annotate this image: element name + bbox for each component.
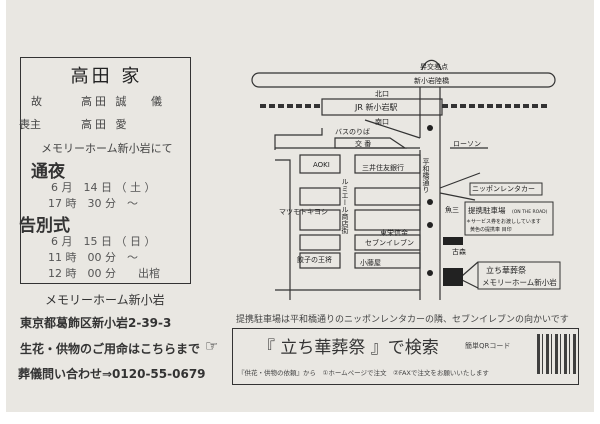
qr-label: 簡単QRコード xyxy=(465,342,511,350)
map-uosan: 魚三 xyxy=(445,205,459,214)
map-parking-note1: ＊サービス券をお渡ししています xyxy=(466,218,541,225)
hand-pointer-icon: ☞ xyxy=(205,337,219,355)
hall-address: 東京都葛飾区新小岩2-39-3 xyxy=(20,316,172,330)
map-rental: ニッポンレンタカー xyxy=(472,184,535,193)
parking-info: 提携駐車場は平和橋通りのニッポンレンタカーの隣、セブンイレブンの向かいです xyxy=(236,315,569,325)
chief-mourner-name: 高田 愛 xyxy=(81,118,130,131)
map-parking-sub: (ON THE ROAD) xyxy=(512,209,548,215)
map-lawson: ローソン xyxy=(453,140,481,148)
departure-time: 12 時 00 分 出棺 xyxy=(48,267,160,280)
map-bus-stop: バスのりば xyxy=(335,127,370,136)
info-box: 高田 家 故 高田 誠 儀 喪主 高田 愛 メモリーホーム新小岩にて 通夜 6 … xyxy=(19,57,191,284)
map-gyoza: 餃子の王将 xyxy=(297,255,332,264)
map-aoki: AOKI xyxy=(313,161,330,169)
wake-date: 6 月 14 日 （ 土 ） xyxy=(51,181,156,194)
deceased-label: 故 xyxy=(31,95,42,108)
flowers-note: 生花・供物のご用命はこちらまで xyxy=(20,342,201,356)
deceased-name: 高田 誠 xyxy=(81,95,130,108)
map-venue-1: 立ち華葬祭 xyxy=(486,265,526,275)
map-south-exit: 南口 xyxy=(375,117,389,126)
map-street-heiwa: 平和橋通り xyxy=(422,158,430,193)
deceased-suffix: 儀 xyxy=(151,95,162,108)
wake-heading: 通夜 xyxy=(31,162,65,182)
venue-note: メモリーホーム新小岩にて xyxy=(41,142,173,155)
chief-mourner-label: 喪主 xyxy=(19,118,41,131)
map-station: JR 新小岩駅 xyxy=(354,102,397,112)
search-box: 『 立ち華葬祭 』で検索 簡単QRコード 『供花・供物の依頼』から ①ホームペー… xyxy=(232,328,579,385)
map-parking-note2: 黄色の提携車 目印 xyxy=(470,226,512,233)
wake-time: 17 時 30 分 ～ xyxy=(48,197,138,210)
qr-code-icon[interactable] xyxy=(537,334,577,374)
map-matsumoto: マツモトキヨシ xyxy=(279,208,328,216)
map-toei: 東栄信金 xyxy=(380,228,408,237)
map-intersection: 昇交差点 xyxy=(420,62,448,71)
map-seven: セブンイレブン xyxy=(365,238,414,247)
map-furumori: 古森 xyxy=(452,247,466,256)
family-title: 高田 家 xyxy=(70,66,143,87)
map-koban: 交 番 xyxy=(355,139,371,148)
map-parking-title: 提携駐車場 xyxy=(468,205,506,215)
search-text: 『 立ち華葬祭 』で検索 xyxy=(258,338,439,358)
map-kofuji: 小藤屋 xyxy=(360,258,381,267)
funeral-time: 11 時 00 分 ～ xyxy=(48,251,138,264)
map-venue-2: メモリーホーム新小岩 xyxy=(482,277,557,287)
funeral-heading: 告別式 xyxy=(19,216,70,236)
map-north-exit: 北口 xyxy=(375,90,389,98)
order-note: 『供花・供物の依頼』から ①ホームページで注文 ②FAXで注文をお願いいたします xyxy=(238,369,489,377)
hall-name: メモリーホーム新小岩 xyxy=(45,293,165,307)
funeral-date: 6 月 15 日 （ 日 ） xyxy=(51,235,156,248)
notice-card xyxy=(6,0,594,412)
inquiry-phone: 葬儀問い合わせ⇒0120-55-0679 xyxy=(18,367,206,381)
map-overpass: 新小岩陸橋 xyxy=(414,76,449,85)
map-street-lumiere: ルミエール商店街 xyxy=(341,178,349,235)
map-smbc: 三井住友銀行 xyxy=(362,163,404,172)
